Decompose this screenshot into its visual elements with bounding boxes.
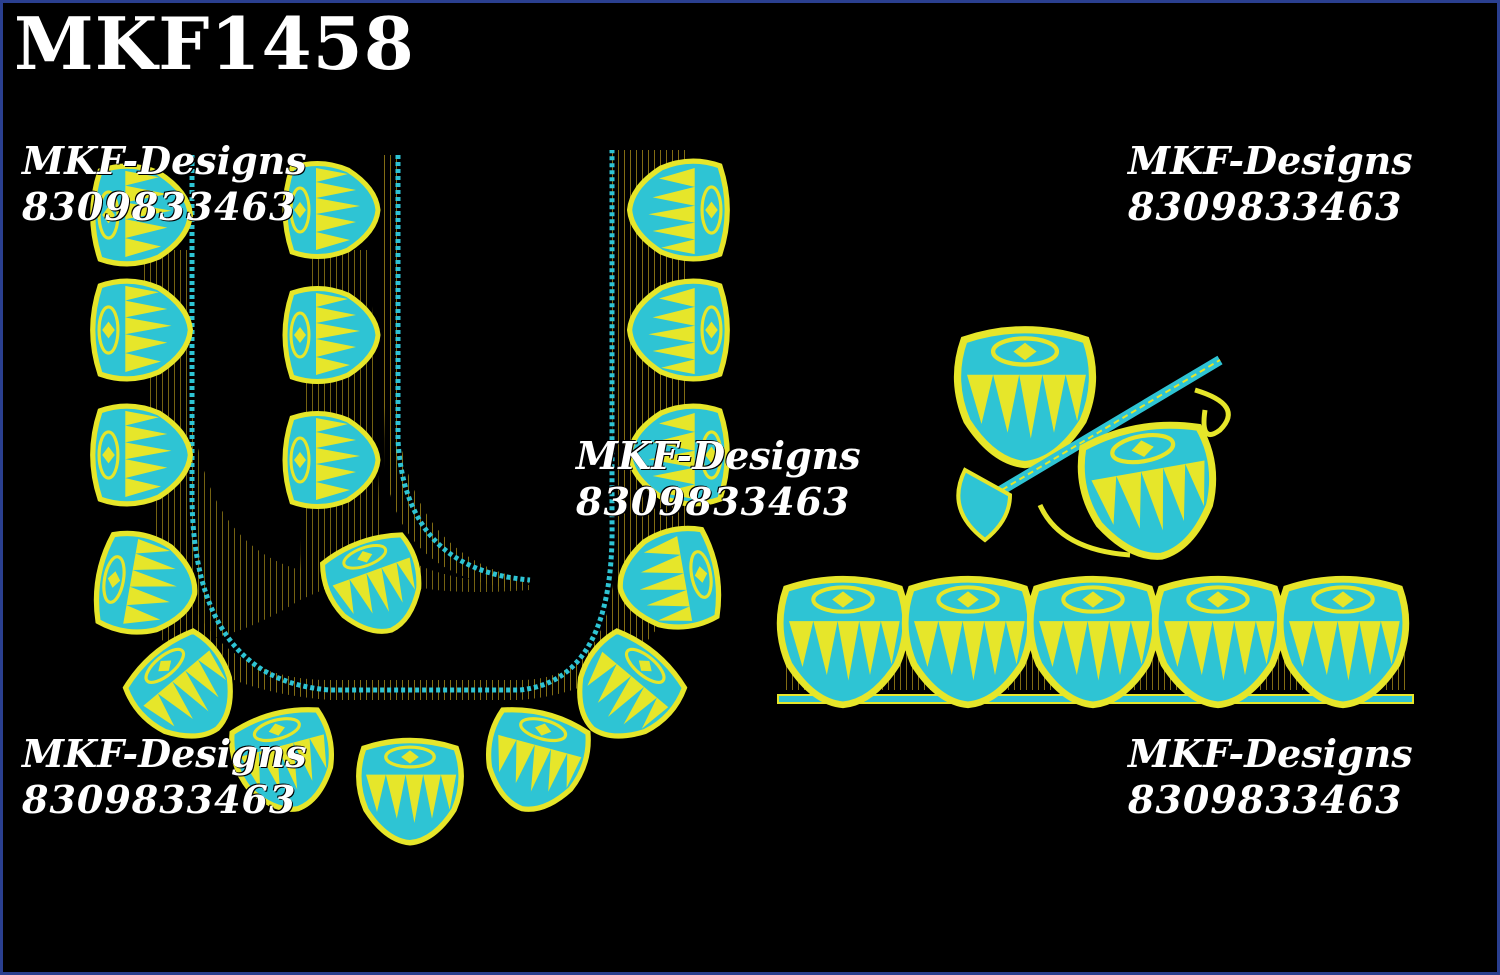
watermark-bottom-right: MKF-Designs 8309833463 bbox=[1128, 731, 1413, 824]
watermark-top-right: MKF-Designs 8309833463 bbox=[1128, 138, 1413, 231]
watermark-brand: MKF-Designs bbox=[22, 731, 307, 776]
watermark-brand: MKF-Designs bbox=[576, 433, 861, 478]
neckline-fill bbox=[140, 150, 690, 700]
watermark-phone: 8309833463 bbox=[1128, 777, 1403, 823]
watermark-phone: 8309833463 bbox=[22, 184, 297, 230]
watermark-brand: MKF-Designs bbox=[1128, 138, 1413, 183]
watermark-phone: 8309833463 bbox=[576, 479, 851, 525]
watermark-phone: 8309833463 bbox=[22, 777, 297, 823]
design-code: MKF1458 bbox=[14, 1, 415, 86]
watermark-phone: 8309833463 bbox=[1128, 184, 1403, 230]
drum-border-strip bbox=[778, 579, 1414, 705]
watermark-brand: MKF-Designs bbox=[22, 138, 307, 183]
drum-and-shehnai-motif bbox=[958, 330, 1231, 568]
watermark-bottom-left: MKF-Designs 8309833463 bbox=[22, 731, 307, 824]
watermark-center: MKF-Designs 8309833463 bbox=[576, 433, 861, 526]
watermark-top-left: MKF-Designs 8309833463 bbox=[22, 138, 307, 231]
watermark-brand: MKF-Designs bbox=[1128, 731, 1413, 776]
